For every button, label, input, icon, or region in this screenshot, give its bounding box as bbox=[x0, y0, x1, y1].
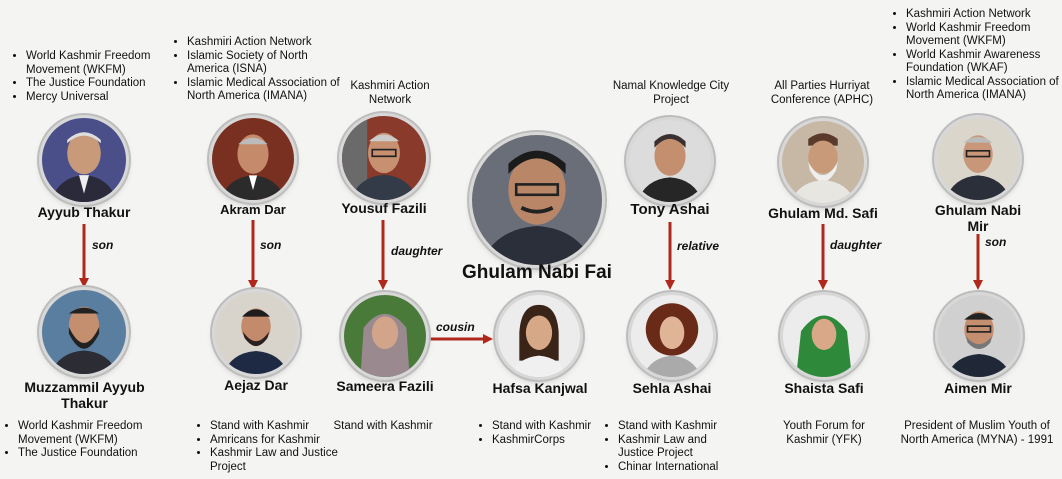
sameera-name: Sameera Fazili bbox=[336, 378, 434, 394]
muzzammil-photo bbox=[42, 290, 126, 374]
org-item: The Justice Foundation bbox=[26, 77, 174, 91]
shaista-photo bbox=[783, 295, 865, 377]
muzzammil-orgs: World Kashmir Freedom Movement (WKFM) Th… bbox=[6, 420, 166, 461]
tony-name: Tony Ashai bbox=[630, 201, 710, 218]
aimen-photo bbox=[938, 295, 1020, 377]
aejaz-photo bbox=[215, 292, 297, 374]
org-item: World Kashmir Freedom Movement (WKFM) bbox=[906, 22, 1060, 49]
relation-label-son: son bbox=[260, 238, 282, 252]
center-photo bbox=[472, 135, 602, 265]
org-item: Amricans for Kashmir bbox=[210, 434, 348, 448]
relation-label-son: son bbox=[985, 235, 1007, 249]
org-item: World Kashmir Awareness Foundation (WKAF… bbox=[906, 49, 1060, 76]
aejaz-orgs: Stand with Kashmir Amricans for Kashmir … bbox=[198, 420, 348, 474]
sehla-name: Sehla Ashai bbox=[632, 380, 712, 396]
sameera-org: Stand with Kashmir bbox=[333, 420, 433, 432]
mir-name: Ghulam Nabi Mir bbox=[934, 202, 1022, 234]
mir-photo bbox=[937, 118, 1019, 200]
org-item: World Kashmir Freedom Movement (WKFM) bbox=[18, 420, 166, 447]
org-item: Chinar International bbox=[618, 461, 738, 475]
shaista-org: Youth Forum for Kashmir (YFK) bbox=[782, 420, 866, 446]
akram-orgs: Kashmiri Action Network Islamic Society … bbox=[175, 36, 345, 104]
hafsa-photo bbox=[498, 295, 580, 377]
relation-label-cousin: cousin bbox=[436, 320, 475, 334]
yousuf-photo bbox=[342, 116, 426, 200]
yousuf-name: Yousuf Fazili bbox=[341, 200, 427, 216]
safi-photo bbox=[782, 121, 864, 203]
aejaz-name: Aejaz Dar bbox=[224, 377, 288, 393]
yousuf-org: Kashmiri Action Network bbox=[350, 80, 430, 106]
ayyub-orgs: World Kashmir Freedom Movement (WKFM) Th… bbox=[14, 50, 174, 104]
org-item: Kashmiri Action Network bbox=[187, 36, 345, 50]
org-item: Kashmir Law and Justice Project bbox=[210, 447, 348, 474]
akram-name: Akram Dar bbox=[220, 202, 286, 217]
tony-photo bbox=[629, 120, 711, 202]
center-name: Ghulam Nabi Fai bbox=[462, 262, 612, 283]
muzzammil-name: Muzzammil Ayyub Thakur bbox=[24, 379, 145, 411]
org-item: Stand with Kashmir bbox=[210, 420, 348, 434]
shaista-name: Shaista Safi bbox=[784, 380, 864, 396]
org-item: The Justice Foundation bbox=[18, 447, 166, 461]
hafsa-name: Hafsa Kanjwal bbox=[492, 380, 588, 396]
safi-org: All Parties Hurriyat Conference (APHC) bbox=[770, 80, 874, 106]
org-item: Islamic Medical Association of North Ame… bbox=[906, 76, 1060, 103]
org-item: Kashmir Law and Justice Project bbox=[618, 434, 738, 461]
org-item: Islamic Society of North America (ISNA) bbox=[187, 50, 345, 77]
ayyub-name: Ayyub Thakur bbox=[37, 204, 131, 220]
hafsa-orgs: Stand with Kashmir KashmirCorps bbox=[480, 420, 610, 447]
relation-label-daughter: daughter bbox=[830, 238, 882, 252]
sehla-orgs: Stand with Kashmir Kashmir Law and Justi… bbox=[606, 420, 738, 474]
org-item: Kashmiri Action Network bbox=[906, 8, 1060, 22]
org-item: World Kashmir Freedom Movement (WKFM) bbox=[26, 50, 174, 77]
mir-orgs: Kashmiri Action Network World Kashmir Fr… bbox=[894, 8, 1060, 103]
org-item: Stand with Kashmir bbox=[492, 420, 610, 434]
sameera-photo bbox=[344, 295, 426, 377]
relation-label-relative: relative bbox=[677, 239, 720, 253]
safi-name: Ghulam Md. Safi bbox=[768, 205, 878, 221]
ayyub-photo bbox=[42, 118, 126, 202]
tony-org: Namal Knowledge City Project bbox=[612, 80, 730, 106]
org-item: Stand with Kashmir bbox=[618, 420, 738, 434]
aimen-org: President of Muslim Youth of North Ameri… bbox=[900, 420, 1054, 446]
relation-label-son: son bbox=[92, 238, 114, 252]
relation-label-daughter: daughter bbox=[391, 244, 443, 258]
akram-photo bbox=[212, 118, 294, 200]
org-item: KashmirCorps bbox=[492, 434, 610, 448]
aimen-name: Aimen Mir bbox=[944, 380, 1012, 396]
org-item: Islamic Medical Association of North Ame… bbox=[187, 77, 345, 104]
org-item: Mercy Universal bbox=[26, 91, 174, 105]
sehla-photo bbox=[631, 295, 713, 377]
